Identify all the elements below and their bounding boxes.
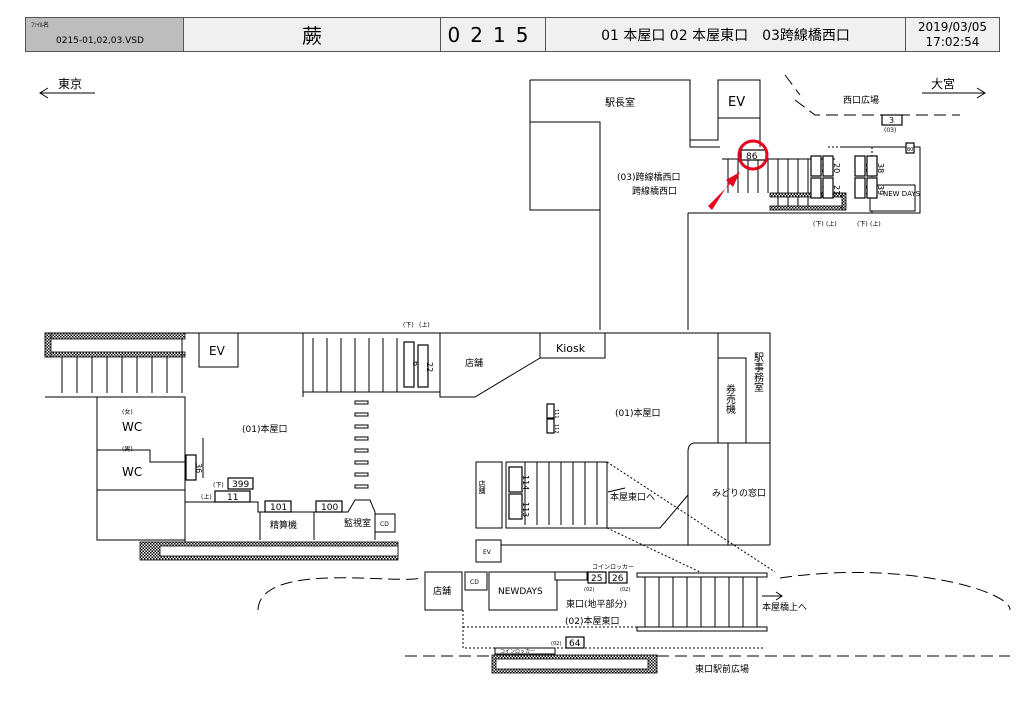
- shop-small-label: 店舗: [478, 479, 486, 495]
- sign-80: 80: [905, 142, 915, 154]
- plan-label: (02): [584, 587, 594, 593]
- ev-main: [198, 332, 239, 368]
- plan-label: (上): [201, 493, 212, 501]
- sign-100: 100: [321, 503, 338, 513]
- east-bridge-stairs: [644, 577, 758, 627]
- plan-label: 80: [907, 147, 913, 153]
- station-code: 0215: [441, 18, 546, 51]
- main-concourse: EV 6 22 (下) (上) 店舗 Kiosk (01)本屋口 (01)本屋口…: [44, 321, 776, 573]
- cd-east: CD: [470, 579, 479, 586]
- plan-label: (下): [403, 322, 414, 329]
- east-plaza-label: 東口駅前広場: [695, 663, 749, 675]
- ev-small: EV: [483, 549, 492, 556]
- highlight-circle: [737, 139, 769, 171]
- sign-86: 86: [740, 149, 767, 162]
- tag-up: (上): [870, 220, 881, 228]
- main-exit-label: (01)本屋口: [242, 423, 287, 435]
- plan-label: (下): [213, 482, 224, 489]
- station-master-label: 駅長室: [605, 96, 635, 109]
- to-east-label: 本屋東口へ: [610, 491, 655, 503]
- plan-label: (上): [419, 321, 430, 329]
- plan-label: 3: [889, 116, 894, 125]
- to-bridge-label: 本屋橋上へ: [762, 601, 807, 613]
- midori-label: みどりの窓口: [712, 487, 766, 499]
- cd-main: CD: [380, 521, 389, 528]
- station-name: 蕨: [184, 18, 441, 51]
- sign-36: 36: [194, 463, 203, 473]
- tag-down: (下): [857, 221, 868, 228]
- coin-locker-label-2: コインロッカー: [500, 649, 535, 655]
- east-exit-area: 店舗 CD NEWDAYS 25 26 コインロッカー (02) (02) 東口…: [257, 564, 1011, 675]
- direction-omiya: 大宮: [922, 76, 986, 99]
- east-stairs: [524, 462, 598, 525]
- office-label: 駅事務室: [752, 352, 764, 392]
- title-block: ﾌｧｲﾙ名 0215-01,02,03.VSD 蕨 0215 01 本屋口 02…: [25, 17, 1000, 52]
- plan-label: 111: [553, 409, 559, 419]
- ticket-machine-label: 券売機: [724, 383, 736, 415]
- time: 17:02:54: [925, 34, 980, 49]
- newdays-east-label: NEWDAYS: [498, 587, 543, 597]
- direction-left-label: 東京: [58, 77, 82, 91]
- highlight-marker: [708, 139, 769, 210]
- west-exit-label: (03)跨線橋西口: [617, 171, 680, 183]
- sign-6: 6: [411, 361, 420, 366]
- fare-adjust-label: 精算機: [270, 519, 297, 531]
- shop-east-label: 店舗: [433, 585, 451, 597]
- sign-399: 399: [232, 480, 249, 490]
- exit-list: 01 本屋口 02 本屋東口 03跨線橋西口: [546, 18, 906, 51]
- sign-22: 22: [425, 362, 434, 372]
- ev-main-label: EV: [209, 344, 226, 358]
- left-stairs: [61, 339, 183, 393]
- coin-locker-label: コインロッカー: [592, 564, 634, 571]
- shop-label: 店舗: [465, 357, 483, 369]
- tag-up: (上): [826, 220, 837, 228]
- east-ground-label: 東口(地平部分): [566, 598, 627, 610]
- plan-label: (女): [122, 408, 133, 416]
- newdays-top-label: NEW DAYS: [883, 190, 921, 198]
- sign-25: 25: [591, 574, 602, 584]
- tag-down: (下): [813, 221, 824, 228]
- plan-label: 38: [876, 163, 885, 173]
- timestamp: 2019/03/05 17:02:54: [906, 18, 999, 51]
- plan-label: 21: [832, 185, 841, 195]
- main-exit-label-2: (01)本屋口: [615, 407, 660, 419]
- east-exit-label: (02)本屋東口: [565, 615, 619, 627]
- floor-guide: [354, 400, 369, 489]
- sign-11: 11: [227, 493, 238, 503]
- file-label: ﾌｧｲﾙ名: [31, 22, 50, 29]
- arrow-icon: [708, 172, 740, 210]
- center-stairs: [312, 338, 398, 392]
- sign-113: 113: [521, 502, 530, 517]
- plan-label: (02): [620, 587, 630, 593]
- direction-right-label: 大宮: [931, 76, 955, 91]
- sign-3: 3 (03): [881, 114, 903, 134]
- wc-male: WC: [122, 465, 142, 479]
- sign-26: 26: [612, 574, 624, 584]
- plan-label: 20: [832, 163, 841, 173]
- file-name: 0215-01,02,03.VSD: [56, 36, 144, 46]
- sign-101: 101: [270, 503, 287, 513]
- plan-label: (男): [122, 446, 133, 453]
- plan-label: 112: [553, 424, 559, 434]
- west-bridge-area: 駅長室 EV 西口広場 (03)跨線橋西口 跨線橋西口 NEW DAYS 3 (…: [529, 74, 960, 330]
- west-plaza-label: 西口広場: [843, 94, 879, 106]
- signs-vertical-top: 76 77 20 21 33 34 38 39: [810, 155, 885, 199]
- sign-64: 64: [569, 639, 581, 649]
- plan-label: (02): [551, 641, 561, 647]
- ev-top-label: EV: [728, 95, 745, 110]
- monitor-room-label: 監視室: [344, 517, 371, 529]
- kiosk-label: Kiosk: [556, 342, 586, 355]
- direction-tokyo: 東京: [39, 77, 95, 99]
- wc-female: WC: [122, 420, 142, 434]
- west-exit-label-2: 跨線橋西口: [632, 185, 677, 197]
- tag-03: (03): [884, 127, 896, 134]
- sign-114: 114: [521, 475, 530, 490]
- date: 2019/03/05: [917, 19, 988, 34]
- file-name-cell: ﾌｧｲﾙ名 0215-01,02,03.VSD: [26, 18, 184, 51]
- plan-label: 39: [876, 185, 885, 195]
- plan-label: 86: [746, 152, 758, 162]
